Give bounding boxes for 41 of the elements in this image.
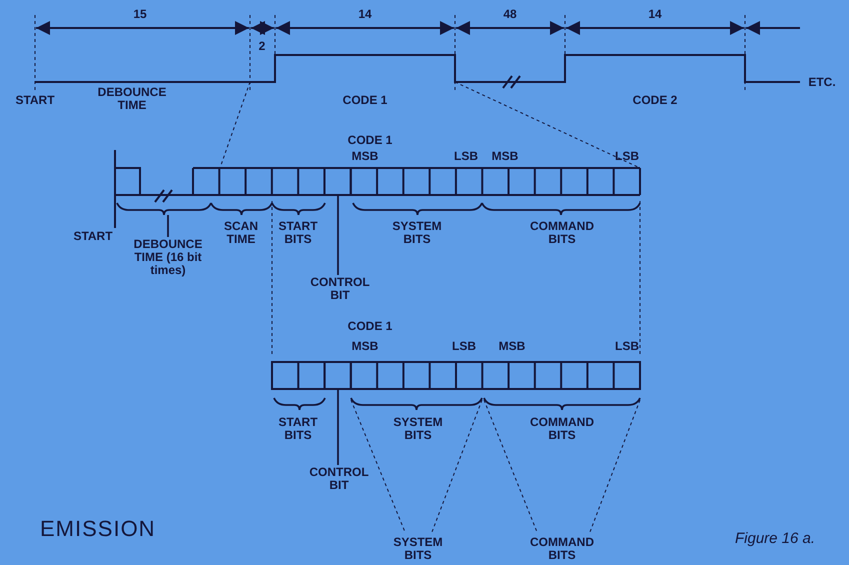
diagram-title: EMISSION [40,516,156,542]
frame-label: CODE 1 [346,134,394,147]
bracket-label: COMMAND BITS [529,536,595,562]
signal-label: CODE 2 [632,94,678,107]
bracket-label: COMMAND BITS [529,220,595,246]
dimension-value: 2 [258,40,266,53]
bracket-label: SCAN TIME [222,220,259,246]
bracket [116,202,212,216]
bracket-label: SYSTEM BITS [392,536,444,562]
bit-cell [324,361,352,390]
bracket-label: SYSTEM BITS [392,416,444,442]
leader-line [337,195,339,275]
bit-label: LSB [614,340,640,353]
bit-label: LSB [451,340,477,353]
leader-line [337,389,339,465]
bracket-label: START BITS [277,220,319,246]
dimension-value: 14 [647,8,663,21]
bit-label: MSB [350,340,380,353]
signal-label: START [72,230,114,243]
callout-text: DEBOUNCE TIME (16 bit times) [123,238,213,277]
bit-label: MSB [350,150,380,163]
signal-label: CODE 1 [342,94,388,107]
bracket-label: COMMAND BITS [529,416,595,442]
dimension-value: 15 [132,8,148,21]
signal-label: ETC. [807,76,837,89]
bit-label: MSB [490,150,520,163]
bit-label: LSB [453,150,479,163]
dimension-value: 14 [357,8,373,21]
dimension-value: 48 [502,8,518,21]
bit-label: LSB [614,150,640,163]
callout-text: CONTROL BIT [304,466,374,492]
leader-line [167,215,169,237]
bracket-label: START BITS [277,416,319,442]
bracket-label: SYSTEM BITS [391,220,443,246]
signal-label: DEBOUNCE TIME [96,86,168,112]
signal-label: START [14,94,56,107]
frame-label: CODE 1 [346,320,394,333]
figure-caption: Figure 16 a. [735,530,816,547]
callout-text: CONTROL BIT [305,276,375,302]
bit-cell [323,167,352,196]
bit-label: MSB [498,340,526,353]
